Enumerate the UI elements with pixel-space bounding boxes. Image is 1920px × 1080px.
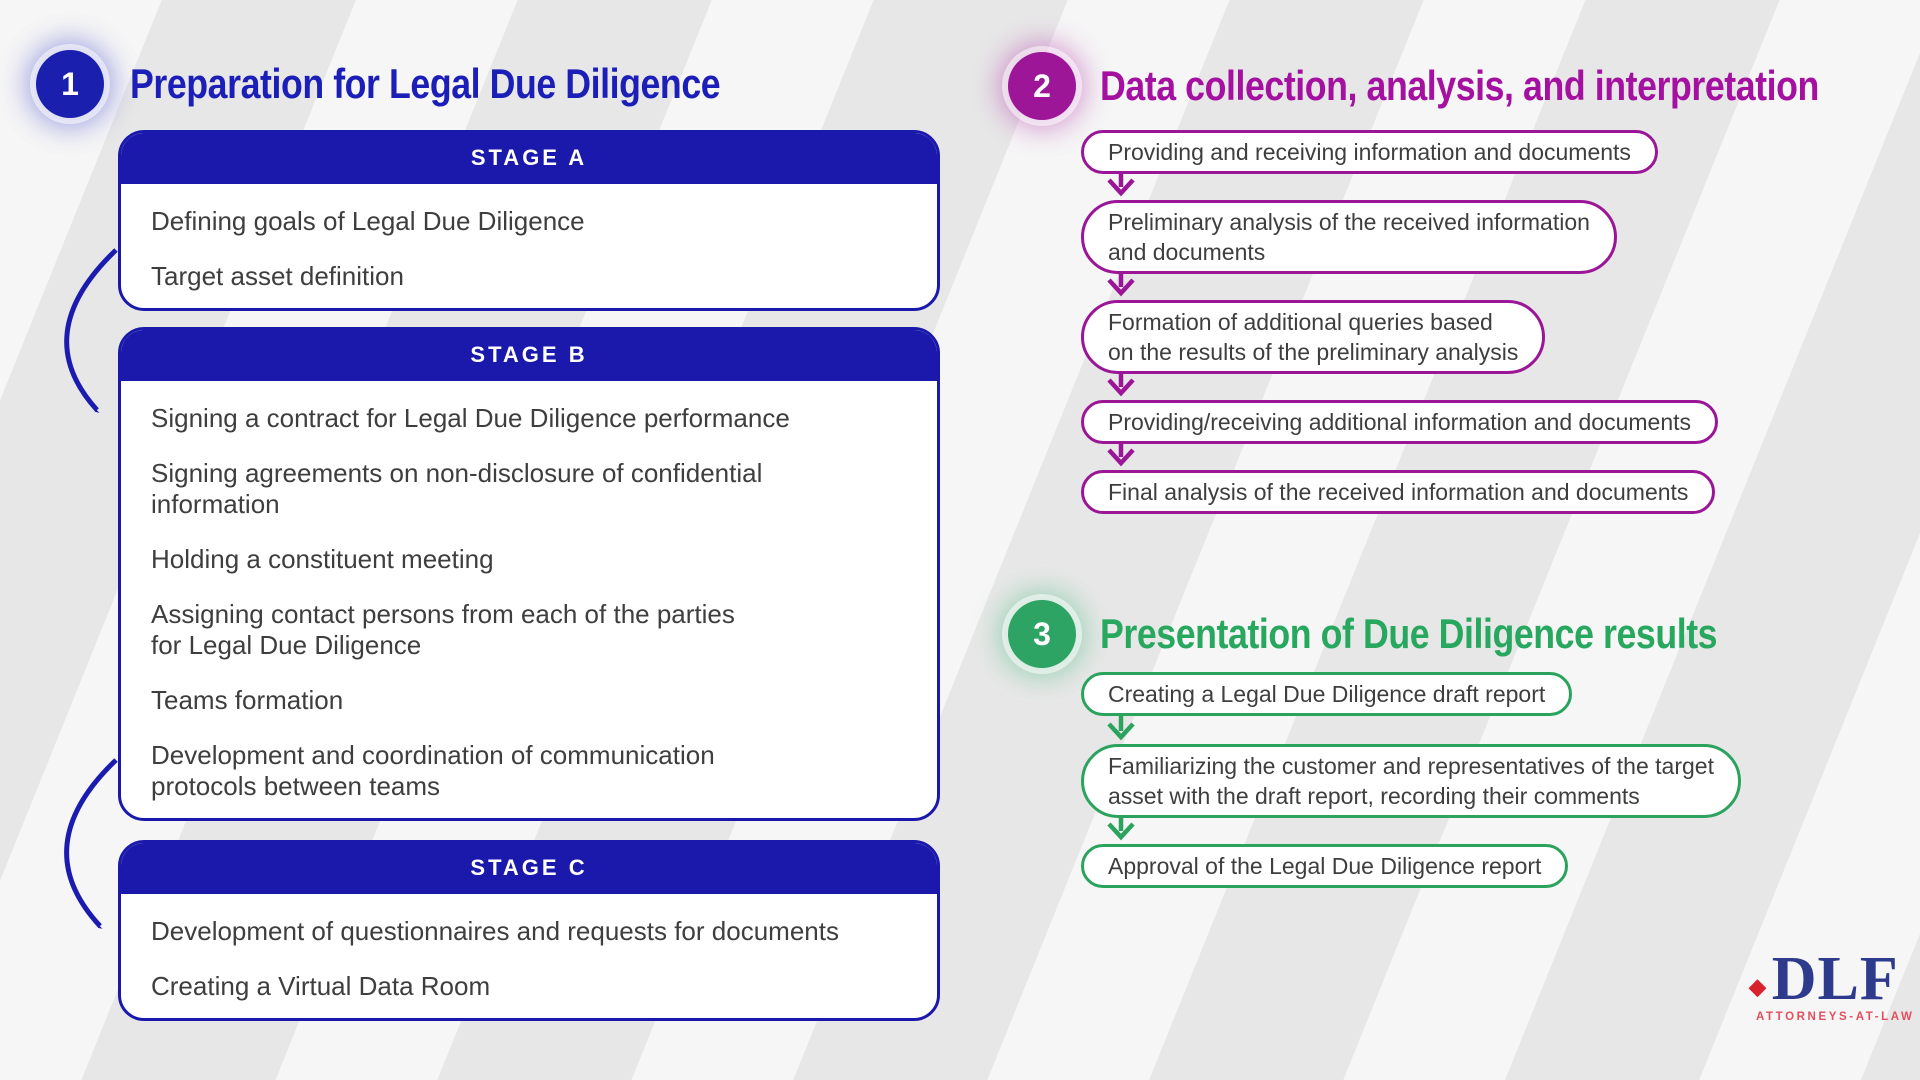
stage-item: Development and coordination of communic…	[151, 740, 715, 801]
data-collection-flow: Providing and receiving information and …	[1081, 130, 1719, 514]
stage-item: Creating a Virtual Data Room	[151, 971, 491, 1001]
down-arrow-icon	[1107, 444, 1135, 467]
stage-a-header: STAGE A	[121, 133, 937, 184]
flow-step-text: Providing/receiving additional informati…	[1108, 409, 1692, 435]
section-number: 2	[1033, 67, 1051, 104]
stage-c-header: STAGE C	[121, 843, 937, 894]
section-3-title: Presentation of Due Diligence results	[1100, 610, 1718, 657]
stage-item: Signing agreements on non-disclosure of …	[151, 458, 763, 519]
section-2-number-badge: 2	[1008, 52, 1076, 120]
flow-step-text: Formation of additional queries based on…	[1108, 309, 1519, 365]
stage-item: Assigning contact persons from each of t…	[151, 599, 735, 660]
stage-a-card: STAGE A Defining goals of Legal Due Dili…	[118, 130, 940, 311]
stage-c-card: STAGE C Development of questionnaires an…	[118, 840, 940, 1021]
logo-text: DLF	[1771, 945, 1899, 1013]
flow-step-pill: Familiarizing the customer and represent…	[1081, 744, 1741, 818]
flow-step-pill: Formation of additional queries based on…	[1081, 300, 1546, 374]
flow-step-pill: Final analysis of the received informati…	[1081, 470, 1716, 514]
stage-item: Defining goals of Legal Due Diligence	[151, 206, 585, 236]
flow-step-text: Providing and receiving information and …	[1108, 139, 1631, 165]
arrow-stage-a-to-b	[64, 248, 118, 410]
flow-step-pill: Creating a Legal Due Diligence draft rep…	[1081, 672, 1573, 716]
stage-item: Signing a contract for Legal Due Diligen…	[151, 403, 790, 433]
dlf-logo: ◆ DLF ATTORNEYS-AT-LAW	[1749, 948, 1915, 1023]
flow-step-text: Approval of the Legal Due Diligence repo…	[1108, 853, 1542, 879]
diamond-icon: ◆	[1749, 974, 1767, 999]
section-number: 3	[1033, 615, 1051, 652]
presentation-flow: Creating a Legal Due Diligence draft rep…	[1081, 672, 1741, 888]
stage-item: Development of questionnaires and reques…	[151, 916, 839, 946]
logo-wordmark: ◆ DLF	[1749, 948, 1915, 1010]
section-2-title: Data collection, analysis, and interpret…	[1100, 62, 1819, 109]
arrow-stage-b-to-c	[64, 758, 118, 926]
stage-item: Holding a constituent meeting	[151, 544, 494, 574]
down-arrow-icon	[1107, 374, 1135, 397]
stage-a-body: Defining goals of Legal Due Diligence Ta…	[121, 184, 937, 308]
down-arrow-icon	[1107, 174, 1135, 197]
stage-b-card: STAGE B Signing a contract for Legal Due…	[118, 327, 940, 821]
flow-step-pill: Preliminary analysis of the received inf…	[1081, 200, 1617, 274]
down-arrow-icon	[1107, 716, 1135, 741]
flow-step-text: Creating a Legal Due Diligence draft rep…	[1108, 681, 1546, 707]
flow-step-pill: Approval of the Legal Due Diligence repo…	[1081, 844, 1569, 888]
logo-tagline: ATTORNEYS-AT-LAW	[1756, 1011, 1915, 1023]
down-arrow-icon	[1107, 274, 1135, 297]
section-3-number-badge: 3	[1008, 600, 1076, 668]
stage-item: Target asset definition	[151, 261, 404, 291]
flow-step-text: Familiarizing the customer and represent…	[1108, 753, 1714, 809]
flow-step-text: Preliminary analysis of the received inf…	[1108, 209, 1590, 265]
down-arrow-icon	[1107, 818, 1135, 841]
stage-item: Teams formation	[151, 685, 344, 715]
stage-c-body: Development of questionnaires and reques…	[121, 894, 937, 1018]
stage-b-body: Signing a contract for Legal Due Diligen…	[121, 381, 937, 818]
section-number: 1	[61, 65, 79, 102]
section-1-title: Preparation for Legal Due Diligence	[130, 60, 721, 107]
flow-step-pill: Providing/receiving additional informati…	[1081, 400, 1719, 444]
flow-step-pill: Providing and receiving information and …	[1081, 130, 1658, 174]
flow-step-text: Final analysis of the received informati…	[1108, 479, 1689, 505]
stage-b-header: STAGE B	[121, 330, 937, 381]
section-1-number-badge: 1	[36, 50, 104, 118]
